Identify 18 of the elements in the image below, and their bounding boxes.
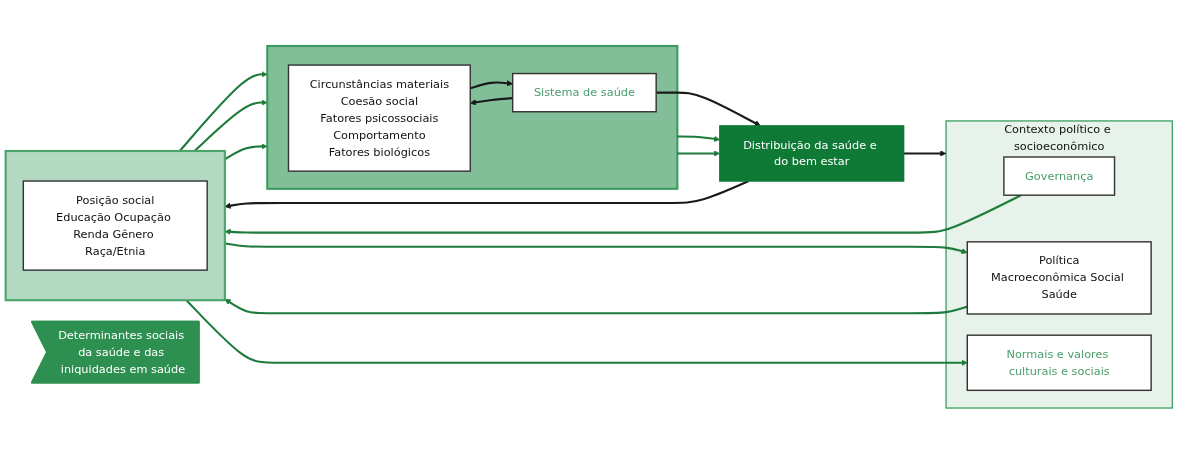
cluster [4, 149, 226, 302]
cluster [266, 44, 679, 190]
node-box: Normais e valores culturais e sociais [966, 334, 1152, 392]
arrow [903, 150, 947, 157]
node-box: Sistema de saúde [512, 72, 657, 113]
node-box: Circunstâncias materiais Coesão social Fatores psicossociais Comportamento Fatores biológicos [287, 64, 471, 172]
node-box: Governança [1003, 156, 1116, 196]
arrow [224, 180, 750, 209]
arrow [224, 143, 268, 161]
node-box: Política Macroeconômica Social Saúde [966, 241, 1152, 315]
arrow [224, 194, 1022, 235]
node-box: Posição social Educação Ocupação Renda Gênero Raça/Etnia [22, 180, 208, 271]
node-box: Distribuição da saúde e do bem estar [719, 125, 905, 182]
arrow [185, 299, 968, 366]
arrow [656, 91, 761, 127]
arrow [470, 97, 513, 106]
arrow [224, 242, 968, 255]
arrow [224, 298, 968, 315]
